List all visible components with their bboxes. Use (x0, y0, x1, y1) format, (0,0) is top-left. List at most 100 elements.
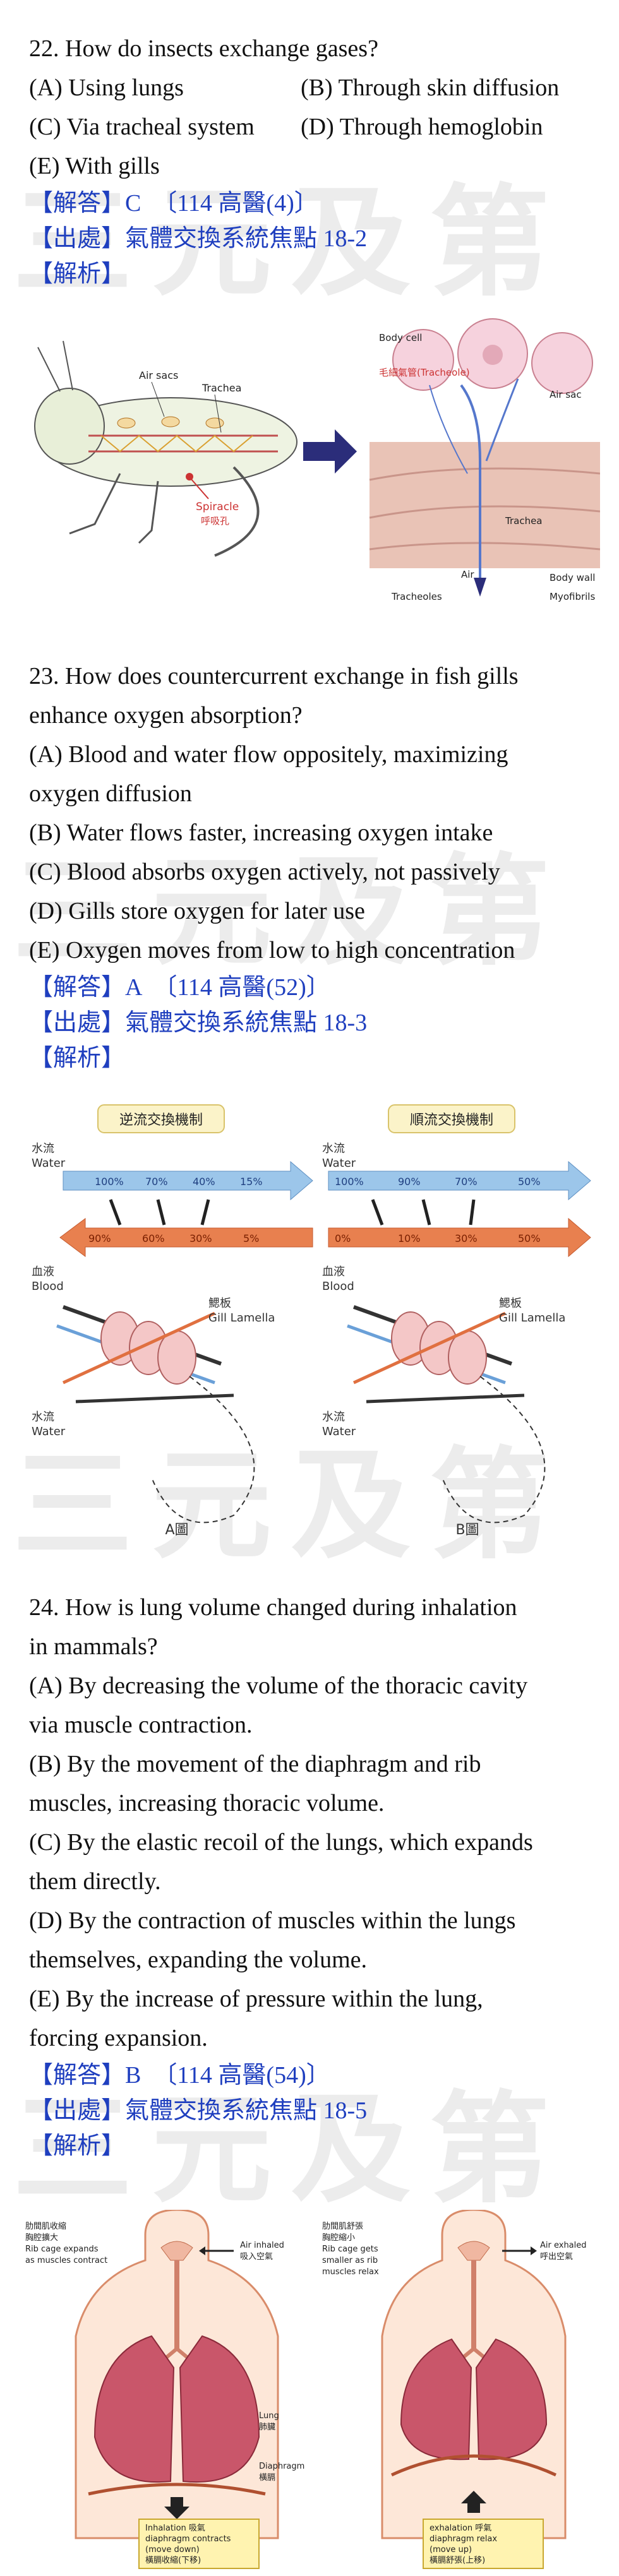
watermark: 三元及第 (13, 842, 569, 982)
option-d: (D) Gills store oxygen for later use (29, 898, 365, 924)
label-tracheole: 毛細氣管(Tracheole) (379, 367, 470, 378)
label-air: Air (461, 569, 474, 580)
water-label: Water (322, 1157, 356, 1170)
label-air-sac: Air sac (550, 389, 582, 400)
options-grid: (A) Using lungs (B) Through skin diffusi… (29, 68, 598, 146)
blood-pct: 30% (189, 1232, 212, 1244)
question-stem-line: enhance oxygen absorption? (29, 702, 303, 729)
exhalation-box-text: diaphragm relax (430, 2534, 497, 2544)
option-b: (B) By the movement of the diaphragm and… (29, 1751, 481, 1777)
blood-arrow (59, 1218, 313, 1257)
water-pct: 70% (145, 1176, 168, 1188)
gill-label: Gill Lamella (499, 1311, 565, 1325)
analysis-label: 【解析】 (29, 2133, 126, 2159)
rib-note-zh: 胸腔縮小 (322, 2233, 355, 2243)
question-stem-line: in mammals? (29, 1633, 158, 1660)
option-b: (B) Through skin diffusion (301, 75, 560, 101)
lung-ventilation-figure: 肋間肌收縮 胸腔擴大 Rib cage expands as muscles c… (25, 2209, 600, 2570)
water-pct: 100% (335, 1176, 364, 1188)
water-label-zh: 水流 (322, 1410, 345, 1424)
rib-note: smaller as rib (322, 2256, 378, 2265)
air-exhaled-label-zh: 呼出空氣 (540, 2252, 573, 2262)
inhalation-box-text: Inhalation 吸氣 (145, 2524, 205, 2533)
analysis-label: 【解析】 (29, 1045, 126, 1071)
blood-pct: 10% (398, 1232, 421, 1244)
blood-pct: 50% (518, 1232, 541, 1244)
option-c-cont: them directly. (29, 1868, 161, 1895)
source-line: 【出處】氣體交換系統焦點 18-3 (29, 1010, 368, 1036)
rib-note-zh: 肋間肌舒張 (322, 2222, 363, 2231)
label-air-sacs: Air sacs (139, 369, 178, 381)
rib-note: Rib cage expands (25, 2245, 99, 2254)
option-e: (E) Oxygen moves from low to high concen… (29, 937, 515, 963)
label-tracheoles: Tracheoles (391, 591, 442, 602)
option-a-cont: via muscle contraction. (29, 1712, 253, 1738)
rib-note-zh: 肋間肌收縮 (25, 2221, 66, 2231)
option-c: (C) Via tracheal system (29, 114, 255, 140)
option-a: (A) By decreasing the volume of the thor… (29, 1673, 528, 1699)
question-24: 24. How is lung volume changed during in… (29, 1588, 598, 2164)
question-stem-line: 24. How is lung volume changed during in… (29, 1594, 517, 1621)
answer-line: 【解答】C 〔114 高醫(4)〕 (29, 190, 318, 217)
concurrent-panel: 順流交換機制 水流 Water 100% 90% 70% 50% 0% 10% … (322, 1104, 591, 1538)
gill-lamella-drawing (347, 1305, 546, 1524)
answer-line: 【解答】B 〔114 高醫(54)〕 (29, 2062, 330, 2089)
rib-note: muscles relax (322, 2267, 379, 2277)
blood-pct: 5% (243, 1232, 259, 1244)
gill-label-zh: 鰓板 (208, 1297, 231, 1310)
blood-arrow (328, 1217, 591, 1258)
label-spiracle-zh: 呼吸孔 (201, 515, 229, 527)
concurrent-title: 順流交換機制 (410, 1112, 493, 1128)
watermark: 三元及第 (13, 1436, 569, 1575)
option-d: (D) Through hemoglobin (301, 114, 543, 140)
label-myofibrils: Myofibrils (550, 591, 595, 602)
option-a-cont: oxygen diffusion (29, 780, 192, 807)
option-d: (D) By the contraction of muscles within… (29, 1907, 516, 1934)
question-22: 22. How do insects exchange gases? (A) U… (29, 29, 598, 292)
water-label-zh: 水流 (322, 1142, 345, 1155)
gill-label-zh: 鰓板 (499, 1297, 522, 1310)
rib-note: as muscles contract (25, 2256, 107, 2265)
exhalation-diagram: 肋間肌舒張 胸腔縮小 Rib cage gets smaller as rib … (322, 2209, 587, 2569)
exhalation-box-text: 橫膈舒張(上移) (430, 2556, 485, 2565)
water-pct: 90% (398, 1176, 421, 1188)
blood-pct: 90% (88, 1232, 111, 1244)
blood-pct: 60% (142, 1232, 165, 1244)
zoom-arrow (303, 429, 357, 474)
blood-pct: 30% (455, 1232, 478, 1244)
blood-label: Blood (322, 1280, 354, 1293)
source-line: 【出處】氣體交換系統焦點 18-2 (29, 225, 368, 252)
gill-exchange-figure: 逆流交換機制 水流 Water 100% 70% 40% 15% 90% 60%… (25, 1099, 600, 1553)
water-label: Water (322, 1425, 356, 1438)
option-b: (B) Water flows faster, increasing oxyge… (29, 820, 493, 846)
air-exhaled-label: Air exhaled (540, 2241, 587, 2250)
exhalation-box-text: exhalation 呼氣 (430, 2524, 491, 2533)
water-pct: 50% (518, 1176, 541, 1188)
option-c: (C) By the elastic recoil of the lungs, … (29, 1829, 533, 1856)
question-stem: 22. How do insects exchange gases? (29, 35, 378, 62)
water-pct: 100% (95, 1176, 124, 1188)
diaphragm-label: Diaphragm (259, 2462, 304, 2471)
option-d-cont: themselves, expanding the volume. (29, 1947, 368, 1973)
exhalation-box-text: (move up) (430, 2545, 472, 2555)
option-e: (E) With gills (29, 153, 160, 179)
caption-b: B圖 (455, 1522, 479, 1538)
source-line: 【出處】氣體交換系統焦點 18-5 (29, 2097, 368, 2124)
blood-label: Blood (32, 1280, 64, 1293)
rib-note: Rib cage gets (322, 2245, 378, 2254)
label-trachea: Trachea (201, 382, 241, 394)
question-stem-line: 23. How does countercurrent exchange in … (29, 663, 519, 689)
label-trachea-detail: Trachea (505, 515, 543, 527)
blood-label-zh: 血液 (322, 1265, 345, 1279)
air-inhaled-label: Air inhaled (240, 2241, 284, 2250)
gill-label: Gill Lamella (208, 1311, 275, 1325)
option-b-cont: muscles, increasing thoracic volume. (29, 1790, 385, 1816)
water-label: Water (32, 1157, 66, 1170)
water-label-zh: 水流 (32, 1410, 54, 1424)
option-c: (C) Blood absorbs oxygen actively, not p… (29, 859, 500, 885)
gill-lamella-drawing (56, 1305, 255, 1524)
option-a: (A) Using lungs (29, 75, 184, 101)
air-inhaled-label-zh: 吸入空氣 (240, 2252, 273, 2262)
countercurrent-title: 逆流交換機制 (119, 1112, 203, 1128)
water-pct: 40% (193, 1176, 215, 1188)
